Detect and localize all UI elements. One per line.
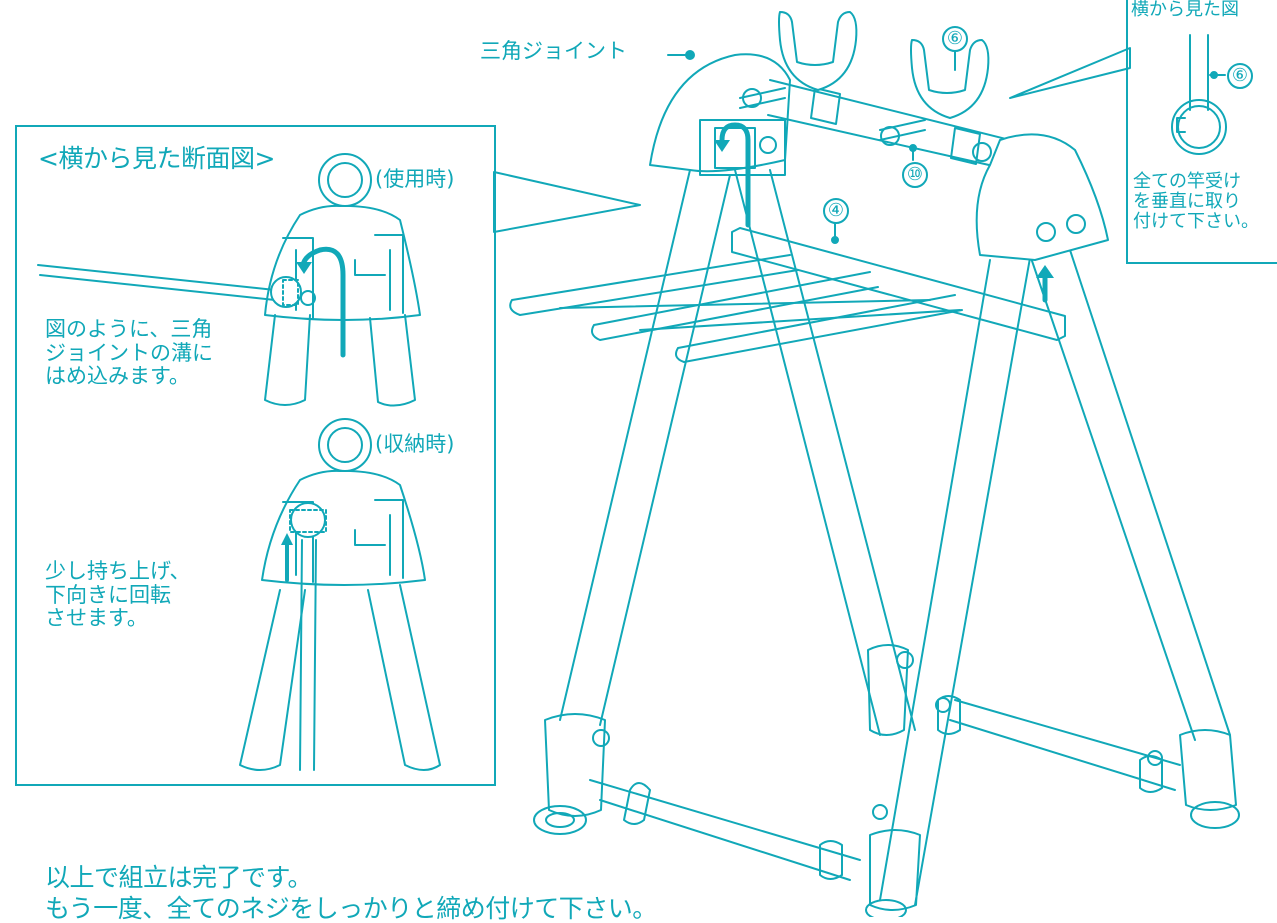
rod-holders bbox=[739, 11, 990, 146]
rack-part-4 bbox=[509, 227, 1066, 363]
side-view-part-6-label: ⑥ bbox=[1227, 63, 1253, 89]
section-view-inset bbox=[15, 125, 496, 786]
instruction-rotate: 少し持ち上げ、 下向きに回転 させます。 bbox=[45, 559, 191, 631]
triangle-joint-label: 三角ジョイント bbox=[480, 39, 627, 63]
callout-pointer-right bbox=[1009, 47, 1131, 99]
side-view-title: 横から見た図 bbox=[1131, 0, 1239, 20]
part-6-label: ⑥ bbox=[942, 26, 968, 52]
part-4-label: ④ bbox=[823, 198, 849, 224]
part-10-label: ⑩ bbox=[902, 162, 928, 188]
side-view-drawing bbox=[1171, 34, 1227, 155]
state-stored-label: (収納時) bbox=[375, 432, 455, 456]
right-frame bbox=[865, 249, 1240, 917]
section-drawing-stored bbox=[239, 418, 441, 771]
section-drawing-in-use bbox=[37, 153, 421, 407]
side-view-inset bbox=[1126, 0, 1277, 264]
top-assembly bbox=[649, 53, 1109, 261]
section-view-title: <横から見た断面図> bbox=[38, 144, 275, 173]
completion-message: 以上で組立は完了です。 bbox=[45, 863, 313, 892]
left-frame bbox=[533, 169, 916, 835]
rotate-arrow-main bbox=[719, 122, 751, 228]
state-in-use-label: (使用時) bbox=[375, 167, 455, 191]
bottom-bars bbox=[589, 651, 1181, 881]
side-view-note: 全ての竿受け を垂直に取り 付けて下さい。 bbox=[1133, 171, 1259, 233]
callout-pointer-left bbox=[493, 171, 641, 233]
instruction-insert: 図のように、三角 ジョイントの溝に はめ込みます。 bbox=[45, 317, 213, 389]
tighten-screws-message: もう一度、全てのネジをしっかりと締め付けて下さい。 bbox=[45, 894, 657, 923]
